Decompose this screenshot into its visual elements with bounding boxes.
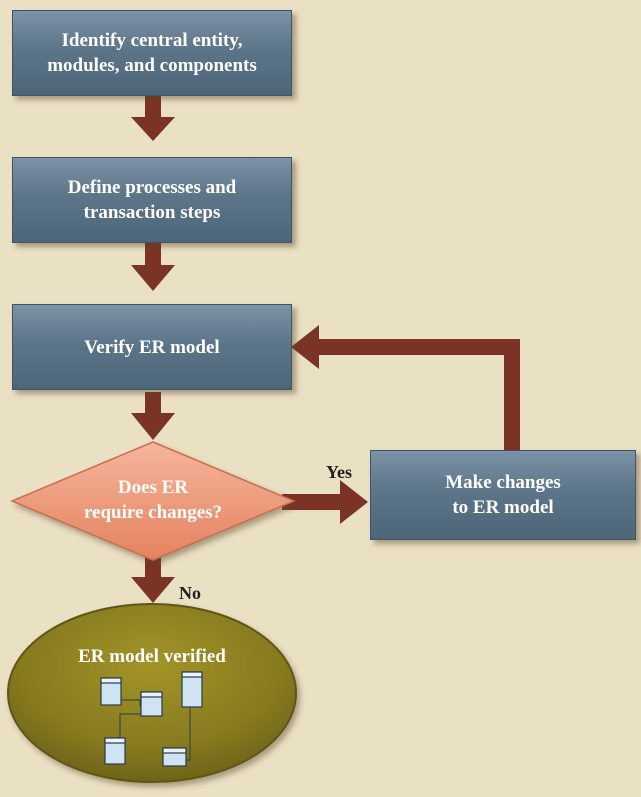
step-define-box: Define processes and transaction steps	[12, 157, 292, 243]
step-define-label: Define processes and transaction steps	[67, 177, 237, 223]
arrow-verify-to-decision	[131, 392, 175, 440]
decision-diamond	[10, 441, 296, 561]
step-changes-label: Make changes to ER model	[445, 472, 561, 518]
result-label: ER model verified	[78, 646, 226, 667]
arrow-no	[131, 555, 175, 603]
arrow-identify-to-define	[131, 95, 175, 141]
yes-label: Yes	[326, 462, 352, 482]
decision-label: Does ER require changes?	[83, 477, 223, 523]
er-diagram-icon	[100, 671, 203, 767]
arrow-loop-back	[291, 325, 520, 450]
no-label: No	[179, 583, 201, 603]
step-changes-box: Make changes to ER model	[370, 450, 636, 540]
step-identify-label: Identify central entity, modules, and co…	[47, 30, 257, 76]
step-verify-box: Verify ER model	[12, 304, 292, 390]
arrow-yes	[282, 480, 368, 524]
step-verify-label: Verify ER model	[84, 336, 220, 358]
arrow-define-to-verify	[131, 243, 175, 291]
step-identify-box: Identify central entity, modules, and co…	[12, 10, 292, 96]
